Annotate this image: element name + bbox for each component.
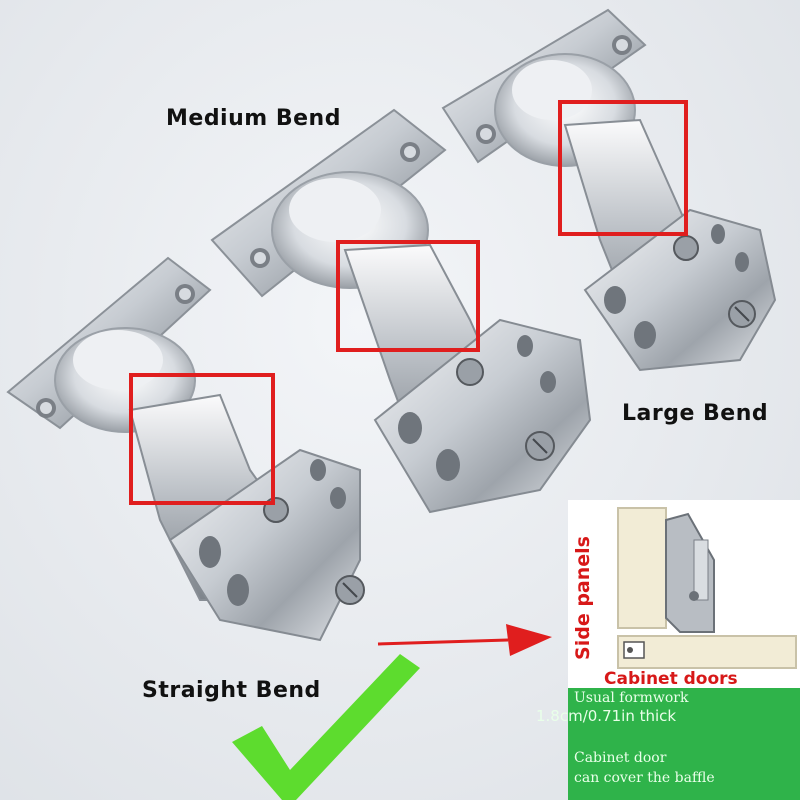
arrow-right-icon xyxy=(377,624,552,656)
caption-panel xyxy=(568,688,800,800)
checkmark-icon xyxy=(232,654,420,800)
label-straight-bend: Straight Bend xyxy=(142,678,321,703)
highlight-box-straight xyxy=(129,373,275,505)
hinge-large-bend xyxy=(441,8,777,372)
highlight-box-large xyxy=(558,100,688,236)
caption-cover-line2: can cover the baffle xyxy=(574,770,715,786)
label-cabinet-doors: Cabinet doors xyxy=(604,669,738,689)
label-large-bend: Large Bend xyxy=(622,401,769,426)
caption-thickness: 1.8cm/0.71in thick xyxy=(536,707,677,725)
label-side-panels: Side panels xyxy=(572,536,594,660)
caption-formwork: Usual formwork xyxy=(574,690,689,706)
hinge-medium-bend xyxy=(210,108,592,514)
highlight-box-medium xyxy=(336,240,480,352)
caption-cover-line1: Cabinet door xyxy=(574,750,667,766)
label-medium-bend: Medium Bend xyxy=(166,106,341,131)
hinge-straight-bend xyxy=(6,256,365,642)
